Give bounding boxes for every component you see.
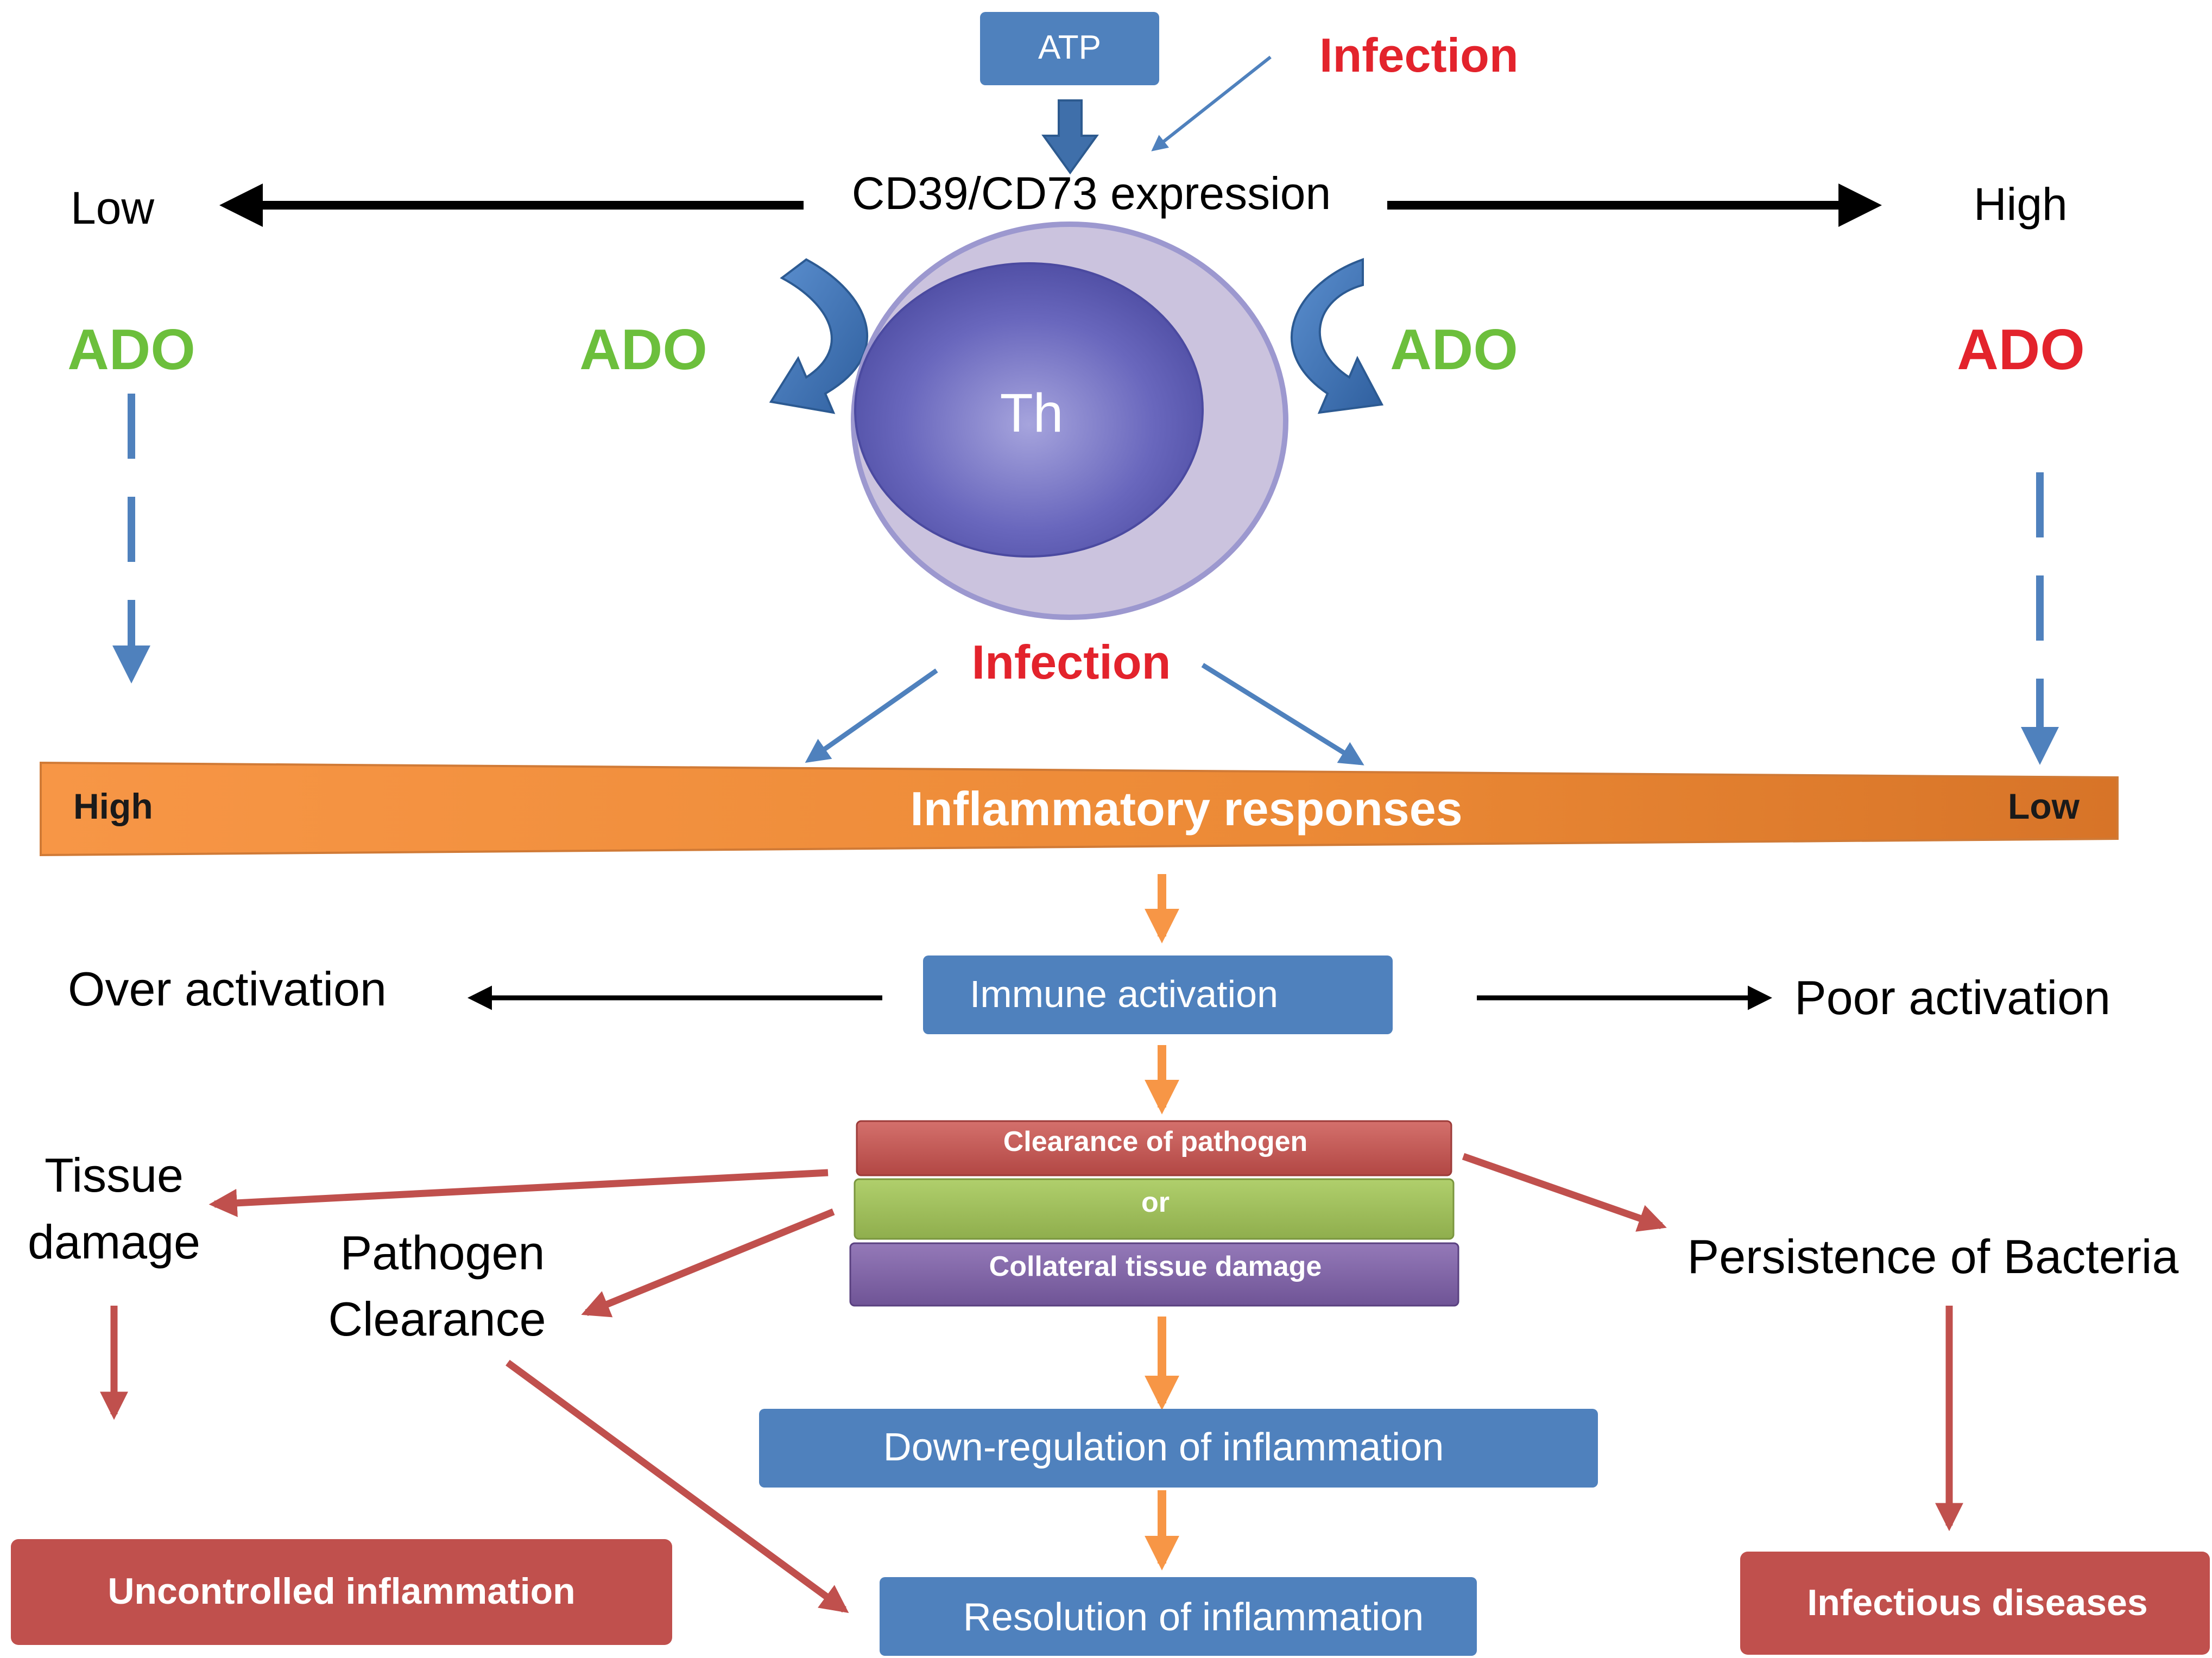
pathogen-clearance-line1: Pathogen: [340, 1226, 545, 1280]
uncontrolled-inflammation-label: Uncontrolled inflammation: [108, 1571, 575, 1612]
th-label: Th: [1000, 383, 1064, 444]
down-regulation-box: Down-regulation of inflammation: [759, 1409, 1598, 1488]
over-activation-label: Over activation: [68, 962, 387, 1016]
resolution-box: Resolution of inflammation: [880, 1577, 1477, 1656]
inflammatory-bar-label: Inflammatory responses: [910, 782, 1462, 836]
infection-label-middle: Infection: [972, 635, 1171, 689]
pathogen-clearance-line2: Clearance: [328, 1292, 546, 1346]
arrow-clearance-to-resolution: [505, 1359, 849, 1613]
inflammatory-low-label: Low: [2008, 786, 2080, 826]
infectious-diseases-box: Infectious diseases: [1740, 1552, 2210, 1655]
curved-arrow-left: [769, 258, 869, 414]
expression-label: CD39/CD73 expression: [852, 168, 1331, 219]
immune-activation-label: Immune activation: [970, 973, 1278, 1015]
infection-arrow-left: [805, 668, 938, 763]
arrow-to-persistence: [1462, 1153, 1667, 1232]
infectious-diseases-label: Infectious diseases: [1807, 1582, 2147, 1623]
clearance-of-pathogen-box: Clearance of pathogen: [856, 1120, 1452, 1176]
inflammatory-high-label: High: [73, 786, 153, 826]
collateral-tissue-damage-box: Collateral tissue damage: [849, 1242, 1459, 1307]
uncontrolled-inflammation-box: Uncontrolled inflammation: [11, 1539, 672, 1645]
ado-far-right: ADO: [1957, 318, 2085, 382]
atp-down-arrow: [1041, 99, 1099, 175]
infection-arrow-top: [1151, 55, 1272, 151]
down-regulation-label: Down-regulation of inflammation: [883, 1426, 1444, 1469]
tissue-damage-line1: Tissue: [45, 1148, 184, 1202]
collateral-tissue-damage-label: Collateral tissue damage: [989, 1251, 1322, 1282]
low-label: Low: [71, 182, 154, 233]
ado-left: ADO: [579, 318, 707, 382]
poor-activation-label: Poor activation: [1794, 971, 2110, 1024]
clearance-of-pathogen-label: Clearance of pathogen: [1003, 1126, 1308, 1157]
high-label: High: [1974, 179, 2068, 230]
ado-right: ADO: [1390, 318, 1518, 382]
th-cell: Th: [851, 222, 1288, 620]
tissue-damage-line2: damage: [28, 1215, 200, 1269]
curved-arrow-right: [1291, 258, 1384, 414]
persistence-label: Persistence of Bacteria: [1688, 1230, 2179, 1283]
infection-label-top: Infection: [1319, 28, 1519, 82]
immune-activation-box: Immune activation: [923, 955, 1393, 1034]
atp-label: ATP: [1038, 29, 1101, 66]
atp-box: ATP: [980, 12, 1159, 85]
or-label: or: [1141, 1187, 1170, 1218]
arrow-to-tissue-damage: [208, 1169, 829, 1217]
inflammatory-bar: Inflammatory responses High Low: [40, 761, 2119, 857]
ado-far-left: ADO: [67, 318, 195, 382]
infection-arrow-right: [1201, 663, 1364, 765]
resolution-label: Resolution of inflammation: [963, 1596, 1424, 1639]
or-box: or: [854, 1178, 1455, 1240]
arrow-to-pathogen-clearance: [581, 1208, 835, 1318]
